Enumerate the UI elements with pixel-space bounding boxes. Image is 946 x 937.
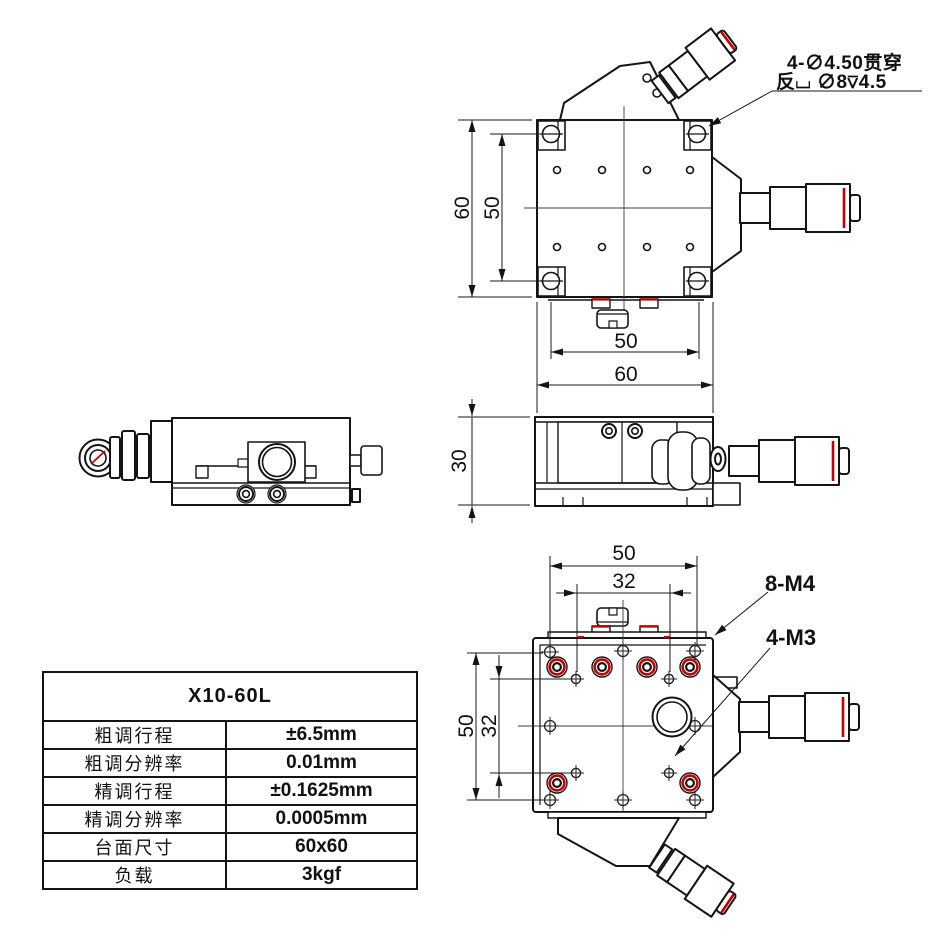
spec-value: 0.0005mm xyxy=(225,804,418,834)
counterbore-note-line2: 反⌴ ∅8⊽4.5 xyxy=(776,71,887,93)
stage-body-side xyxy=(171,417,383,506)
micrometer-right xyxy=(651,431,851,506)
m3-leader xyxy=(674,647,771,757)
side-view-left xyxy=(78,417,383,506)
top-view xyxy=(524,21,862,329)
dim-bottom-width-inner: 32 xyxy=(612,570,635,593)
spec-table: X10-60L 粗调行程 ±6.5mm 粗调分辨率 0.01mm 精调行程 ±0… xyxy=(42,671,418,890)
dim-bottom-height-inner: 32 xyxy=(478,714,501,737)
lock-knob-bottom xyxy=(591,298,659,329)
m3-label: 4-M3 xyxy=(766,625,816,650)
spec-label: 精调分辨率 xyxy=(42,804,227,834)
table-row: 粗调分辨率 0.01mm xyxy=(42,748,418,778)
dimensions: 60 50 50 60 30 50 32 50 32 4-∅4.50贯穿 反⌴ … xyxy=(448,51,922,801)
dim-top-width-outer: 60 xyxy=(614,363,637,386)
angled-micrometer-barrel-bottom xyxy=(644,838,743,924)
corner-slot-holes xyxy=(540,124,709,291)
table-tap-holes xyxy=(552,165,695,252)
spec-label: 粗调分辨率 xyxy=(42,748,227,778)
dim-top-height-outer: 60 xyxy=(451,196,474,219)
dim-top-height-inner: 50 xyxy=(481,196,504,219)
angled-micrometer xyxy=(646,21,744,110)
dim-top-width-inner: 50 xyxy=(614,330,637,353)
stage-plate-top xyxy=(536,119,713,301)
m4-leader xyxy=(714,591,769,636)
side-view-right xyxy=(534,416,851,507)
side-micrometer xyxy=(711,156,862,273)
spec-label: 负载 xyxy=(42,860,227,890)
table-row: 台面尺寸 60x60 xyxy=(42,832,418,862)
dim-bottom-width-outer: 50 xyxy=(612,542,635,565)
spec-label: 台面尺寸 xyxy=(42,832,227,862)
table-row: 负载 3kgf xyxy=(42,860,418,890)
spec-label: 精调行程 xyxy=(42,776,227,806)
lock-knob-top xyxy=(547,607,707,639)
m4-label: 8-M4 xyxy=(765,571,816,596)
spec-value: 60x60 xyxy=(225,832,418,862)
spec-value: 0.01mm xyxy=(225,748,418,778)
angled-micrometer-bottom xyxy=(547,811,707,867)
micrometer-end-on xyxy=(78,420,173,483)
counterbore-leader xyxy=(708,90,773,127)
table-row: 精调分辨率 0.0005mm xyxy=(42,804,418,834)
spec-value: ±0.1625mm xyxy=(225,776,418,806)
spec-value: ±6.5mm xyxy=(225,720,418,750)
bottom-view xyxy=(518,600,861,924)
spec-value: 3kgf xyxy=(225,860,418,890)
spec-table-title: X10-60L xyxy=(42,671,418,722)
table-row: 精调行程 ±0.1625mm xyxy=(42,776,418,806)
counterbore-note-line1: 4-∅4.50贯穿 xyxy=(787,51,902,74)
dim-bottom-height-outer: 50 xyxy=(455,714,478,737)
table-row: 粗调行程 ±6.5mm xyxy=(42,720,418,750)
spec-label: 粗调行程 xyxy=(42,720,227,750)
side-micrometer-bottom xyxy=(712,674,861,778)
center-through-hole xyxy=(651,696,693,738)
dim-side-height: 30 xyxy=(448,449,471,472)
